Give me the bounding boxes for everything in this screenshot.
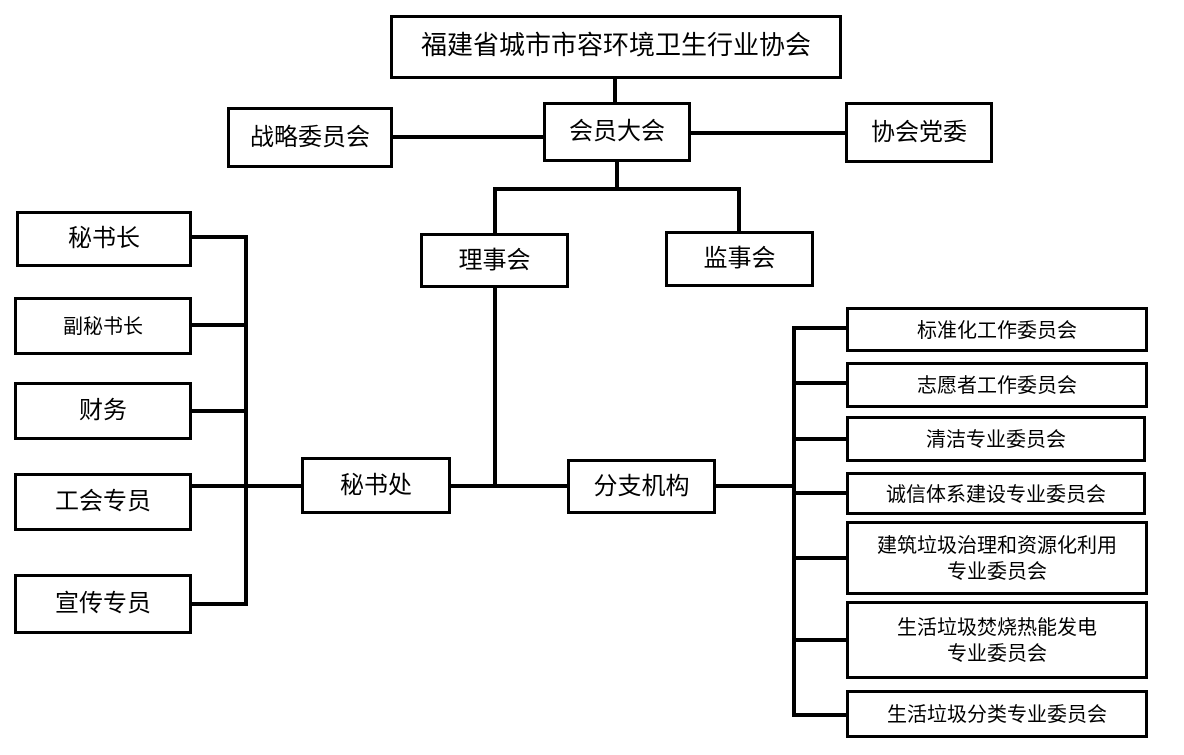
secretariat-label: 秘书处 bbox=[340, 470, 412, 499]
role-box: 工会专员 bbox=[14, 473, 192, 531]
committee-label: 建筑垃圾治理和资源化利用 bbox=[877, 533, 1117, 557]
secretariat-box: 秘书处 bbox=[301, 457, 451, 514]
role-box: 财务 bbox=[14, 382, 192, 440]
council-label: 理事会 bbox=[458, 245, 531, 274]
committee-label: 生活垃圾分类专业委员会 bbox=[887, 702, 1107, 726]
committee-box: 标准化工作委员会 bbox=[846, 307, 1148, 352]
association-label: 福建省城市市容环境卫生行业协会 bbox=[420, 31, 811, 62]
role-label: 宣传专员 bbox=[55, 589, 151, 618]
role-box: 宣传专员 bbox=[14, 574, 192, 634]
branches-label: 分支机构 bbox=[593, 471, 690, 500]
committee-label-line2: 专业委员会 bbox=[947, 641, 1047, 665]
assembly-label: 会员大会 bbox=[569, 117, 665, 146]
branches-box: 分支机构 bbox=[567, 459, 716, 514]
committee-box: 诚信体系建设专业委员会 bbox=[846, 472, 1146, 515]
committee-label: 清洁专业委员会 bbox=[926, 427, 1066, 451]
strategy-box: 战略委员会 bbox=[227, 107, 393, 168]
committee-label: 生活垃圾焚烧热能发电 bbox=[897, 615, 1097, 639]
strategy-label: 战略委员会 bbox=[250, 122, 370, 151]
committee-box: 生活垃圾分类专业委员会 bbox=[846, 690, 1148, 738]
assembly-box: 会员大会 bbox=[543, 102, 691, 162]
role-label: 工会专员 bbox=[55, 487, 151, 516]
committee-label: 志愿者工作委员会 bbox=[917, 373, 1077, 397]
role-box: 秘书长 bbox=[16, 211, 192, 267]
committee-box: 建筑垃圾治理和资源化利用 专业委员会 bbox=[846, 521, 1148, 595]
role-box: 副秘书长 bbox=[14, 297, 192, 355]
role-label: 副秘书长 bbox=[63, 314, 143, 338]
party-box: 协会党委 bbox=[845, 102, 993, 163]
supervisors-label: 监事会 bbox=[703, 244, 776, 273]
committee-label: 诚信体系建设专业委员会 bbox=[886, 481, 1106, 506]
committee-label: 标准化工作委员会 bbox=[917, 317, 1077, 342]
party-label: 协会党委 bbox=[871, 117, 967, 146]
supervisors-box: 监事会 bbox=[665, 231, 814, 287]
committee-box: 生活垃圾焚烧热能发电 专业委员会 bbox=[846, 601, 1148, 679]
association-box: 福建省城市市容环境卫生行业协会 bbox=[390, 15, 842, 79]
committee-box: 清洁专业委员会 bbox=[846, 416, 1146, 462]
council-box: 理事会 bbox=[420, 233, 569, 288]
role-label: 财务 bbox=[79, 396, 127, 425]
role-label: 秘书长 bbox=[68, 224, 140, 253]
committee-box: 志愿者工作委员会 bbox=[846, 362, 1148, 408]
committee-label-line2: 专业委员会 bbox=[947, 559, 1047, 583]
